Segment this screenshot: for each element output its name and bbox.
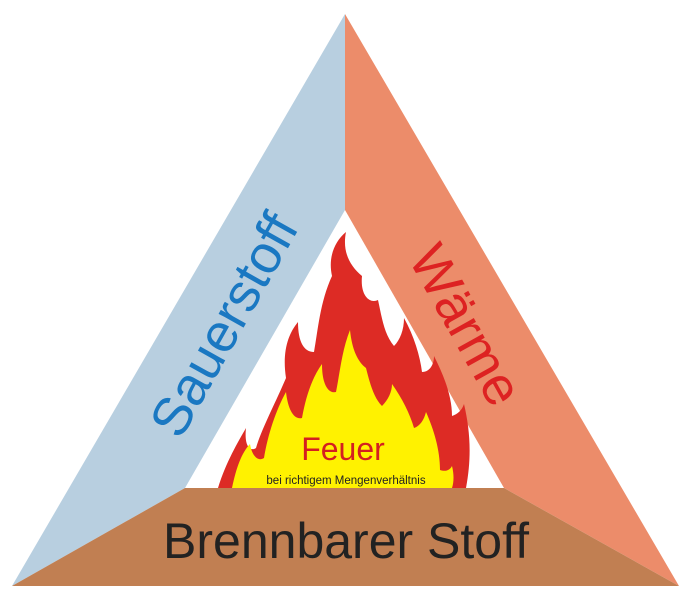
fuel-band <box>12 488 679 586</box>
flame-inner <box>232 330 454 488</box>
heat-band <box>345 14 679 586</box>
oxygen-band <box>12 14 345 586</box>
fire-title: Feuer <box>301 431 385 467</box>
fire-subtitle: bei richtigem Mengenverhältnis <box>266 475 425 487</box>
fuel-label: Brennbarer Stoff <box>163 513 529 569</box>
